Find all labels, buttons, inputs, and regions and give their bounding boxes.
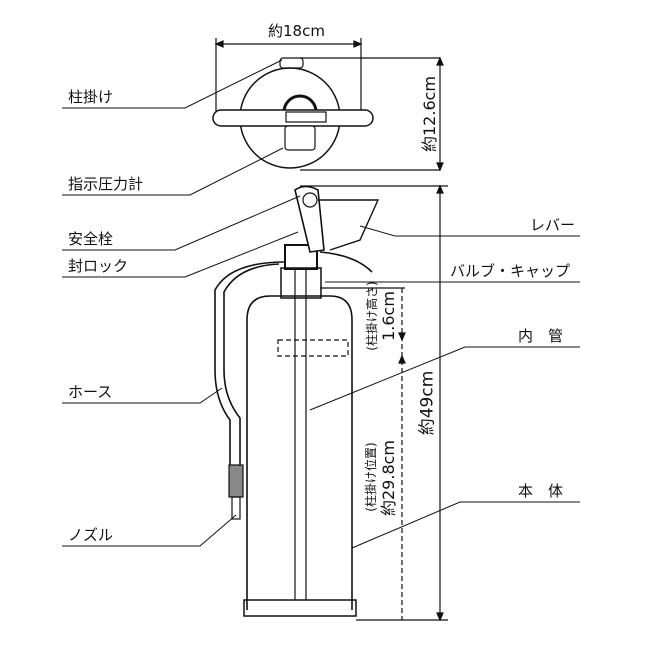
width-dimension: 約18cm: [268, 22, 325, 40]
label-lever: レバー: [530, 216, 576, 234]
label-hose: ホース: [68, 383, 113, 401]
hook-height-dimension: 1.6cm: [379, 291, 398, 341]
hook-position-dimension: 約29.8cm: [379, 439, 398, 517]
front-view: [214, 184, 448, 622]
label-hook: 柱掛け: [68, 88, 114, 106]
hook-position-caption: (柱掛け位置): [364, 442, 378, 512]
label-safety-pin: 安全栓: [68, 230, 114, 248]
label-gauge: 指示圧力計: [68, 175, 144, 193]
hook-height-caption: (柱掛け高さ): [365, 281, 379, 351]
top-view: [212, 38, 444, 172]
depth-dimension: 約12.6cm: [420, 75, 439, 153]
label-seal-lock: 封ロック: [68, 257, 129, 275]
label-valve-cap: バルブ・キャップ: [450, 262, 571, 280]
label-body: 本 体: [518, 482, 564, 500]
height-dimension: 約49cm: [417, 370, 438, 436]
leader-lines: [62, 59, 580, 549]
label-nozzle: ノズル: [68, 526, 114, 544]
label-inner-tube: 内 管: [518, 327, 564, 345]
